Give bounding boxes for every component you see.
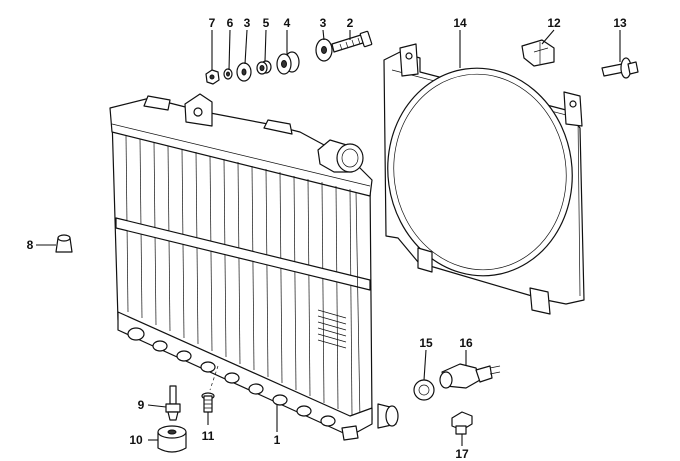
radiator [109,93,399,441]
callout-14: 14 [453,16,467,30]
callout-labels: 7 6 3 5 4 3 2 14 12 13 8 9 10 11 1 15 16… [27,16,627,461]
nut-part-7 [205,69,220,85]
callout-1: 1 [274,433,281,447]
callout-6: 6 [227,16,234,30]
washer-part-3-left [236,62,252,82]
rubber-mount-part-10 [157,425,187,453]
callout-5: 5 [263,16,270,30]
callout-16: 16 [459,336,473,350]
bolt-part-11 [201,392,215,413]
lock-washer-part-6 [223,68,233,80]
stud-part-9 [165,385,181,421]
callout-8: 8 [27,238,34,252]
washer-part-3-right [315,38,333,62]
screw-part-13 [601,57,639,79]
bushing-part-5 [256,60,272,75]
callout-13: 13 [613,16,627,30]
callout-12: 12 [547,16,561,30]
callout-17: 17 [455,447,469,461]
callout-3-right: 3 [320,16,327,30]
bolt-part-2 [331,30,373,53]
grommet-part-4 [276,51,300,75]
plug-part-8 [55,234,73,253]
callout-2: 2 [347,16,354,30]
callout-4: 4 [284,16,291,30]
seal-ring-part-15 [413,379,435,401]
callout-7: 7 [209,16,216,30]
temperature-switch-part-16 [439,363,501,389]
callout-3-left: 3 [244,16,251,30]
fan-shroud [383,43,585,315]
callout-9: 9 [138,398,145,412]
plug-screw-part-17 [451,411,473,435]
callout-15: 15 [419,336,433,350]
clip-part-12 [521,39,555,67]
callout-10: 10 [129,433,143,447]
leader-lines [36,29,621,446]
callout-11: 11 [202,429,215,443]
